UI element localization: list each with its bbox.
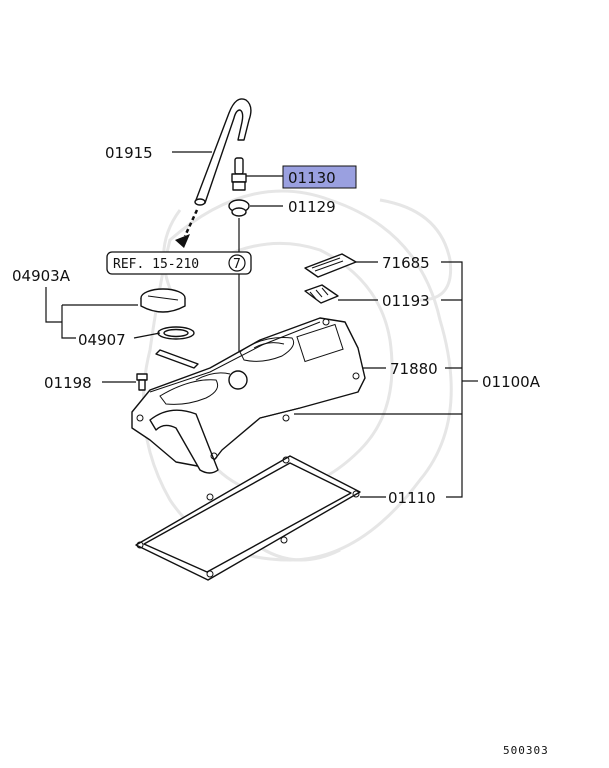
part-label-01915[interactable]: 01915 — [105, 144, 153, 162]
oil-seal-strip[interactable] — [155, 349, 199, 369]
part-label-71880[interactable]: 71880 — [390, 360, 438, 378]
caution-label[interactable] — [304, 253, 378, 278]
oil-filler-cap[interactable] — [140, 288, 186, 313]
reference-text: REF. 15-210 — [113, 257, 199, 272]
reference-box[interactable]: REF. 15-210 7 — [106, 251, 252, 275]
part-label-01100A[interactable]: 01100A — [482, 373, 541, 391]
cover-gasket[interactable] — [135, 455, 386, 581]
filler-cap-gasket[interactable] — [157, 326, 195, 340]
ref-arrow-icon — [175, 209, 199, 248]
bracket-04907 — [61, 305, 76, 339]
part-label-01130[interactable]: 01130 — [288, 169, 336, 187]
reference-circle-number: 7 — [233, 257, 241, 272]
part-label-01110[interactable]: 01110 — [388, 489, 436, 507]
highlight-box — [282, 165, 357, 189]
part-label-04907[interactable]: 04907 — [78, 331, 126, 349]
part-label-01193[interactable]: 01193 — [382, 292, 430, 310]
part-label-01129[interactable]: 01129 — [288, 198, 336, 216]
diagram-code: 500303 — [503, 744, 549, 757]
cover-bolt[interactable] — [102, 373, 148, 391]
emission-label[interactable] — [304, 284, 378, 304]
part-label-04903A[interactable]: 04903A — [12, 267, 71, 285]
rocker-cover[interactable] — [131, 317, 462, 474]
part-label-71685[interactable]: 71685 — [382, 254, 430, 272]
bracket-04903A — [45, 287, 62, 323]
pcv-valve[interactable] — [231, 157, 283, 191]
part-label-01198[interactable]: 01198 — [44, 374, 92, 392]
grommet[interactable] — [228, 199, 283, 217]
bracket-01100A — [441, 261, 463, 498]
breather-hose[interactable] — [172, 98, 252, 206]
